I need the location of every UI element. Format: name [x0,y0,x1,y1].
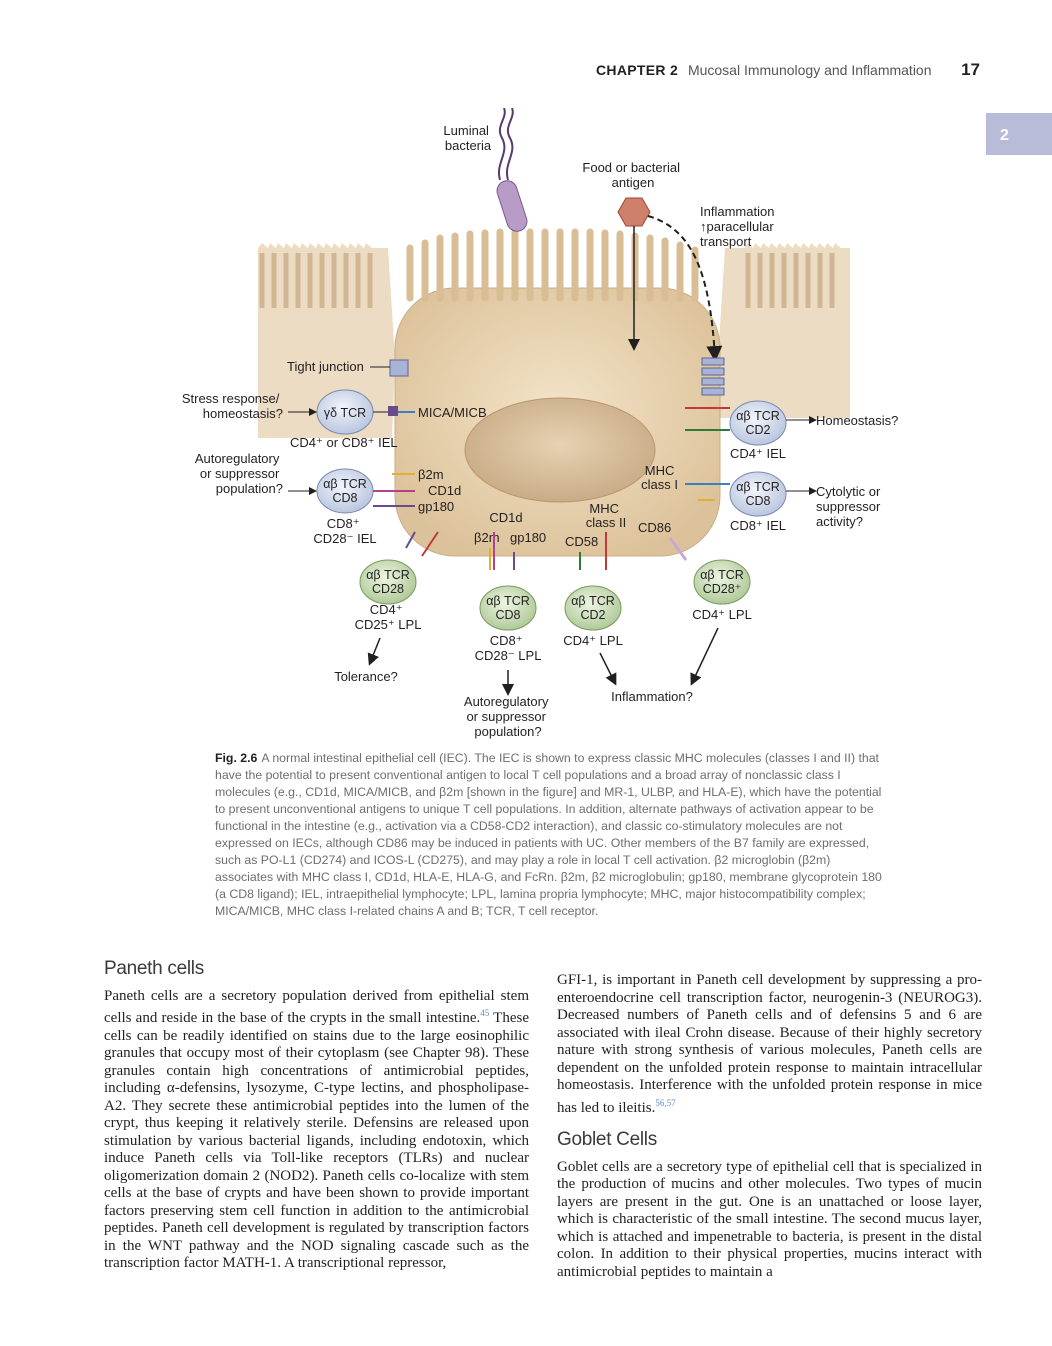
intestinal-epithelial-cell [394,228,721,557]
ab-tcr-cd2-iel-cell: αβ TCR CD2 [729,400,787,446]
mhc-class-i-label: MHC class I [641,463,678,492]
svg-text:γδ TCR: γδ TCR [324,406,366,420]
cd4-iel-label: CD4⁺ IEL [730,446,786,461]
cd4-cd25-lpl-label: CD4⁺ CD25⁺ LPL [355,602,422,632]
running-header: CHAPTER 2 Mucosal Immunology and Inflamm… [596,60,986,82]
svg-text:CD8: CD8 [495,608,520,622]
cd8-iel-label: CD8⁺ IEL [730,518,786,533]
cd1d-mid-label: CD1d [489,510,522,525]
cd4-cd8-iel-label: CD4⁺ or CD8⁺ IEL [290,435,398,450]
svg-text:CD8: CD8 [745,494,770,508]
cd58-label: CD58 [565,534,598,549]
svg-text:αβ TCR: αβ TCR [571,594,615,608]
autoregulatory-left-label: Autoregulatory or suppressor population? [195,451,283,496]
b2m-gp180-mid-label: β2m gp180 [474,530,546,545]
stress-response-label: Stress response/ homeostasis? [182,391,283,421]
mica-micb-label: MICA/MICB [418,405,487,420]
ab-tcr-cd28p-lpl-cell: αβ TCR CD28⁺ [693,559,751,605]
svg-text:αβ TCR: αβ TCR [700,568,744,582]
cd8-cd28-iel-label: CD8⁺ CD28⁻ IEL [313,516,376,546]
svg-text:αβ TCR: αβ TCR [736,409,780,423]
paneth-cells-heading: Paneth cells [104,958,204,979]
ab-tcr-cd8-iel-right-cell: αβ TCR CD8 [729,471,787,517]
chapter-label: CHAPTER 2 [596,62,679,78]
svg-text:αβ TCR: αβ TCR [736,480,780,494]
svg-text:αβ TCR: αβ TCR [366,568,410,582]
cytolytic-label: Cytolytic or suppressor activity? [816,484,884,529]
svg-text:αβ TCR: αβ TCR [486,594,530,608]
b2m-cd1d-gp180-label: β2m CD1d gp180 [418,467,465,514]
tight-junction-label: Tight junction [287,359,364,374]
chapter-tab: 2 [986,113,1052,155]
autoregulatory-bottom-label: Autoregulatory or suppressor population? [464,694,552,739]
ab-tcr-cd2-lpl-cell: αβ TCR CD2 [564,585,622,631]
ref-45: 45 [480,1008,490,1018]
luminal-bacteria-icon [496,108,528,232]
figure-iec-diagram: Luminal bacteria Food or bacterial antig… [170,108,910,748]
goblet-cells-heading: Goblet Cells [557,1129,657,1150]
left-neighbor-cell [258,243,395,438]
goblet-paragraph: Goblet cells are a secretory type of epi… [557,1158,982,1280]
inflammation-bottom-label: Inflammation? [611,689,693,704]
food-antigen-label: Food or bacterial antigen [582,160,683,190]
figure-number: Fig. 2.6 [215,751,258,765]
ab-tcr-cd28-lpl-cell: αβ TCR CD28 [359,559,417,605]
inflammation-paracellular-label: Inflammation ↑paracellular transport [700,204,778,249]
tight-junction-right-icon [701,357,725,396]
left-column: Paneth cells Paneth cells are a secretor… [104,958,530,1287]
tolerance-label: Tolerance? [334,669,398,684]
gd-tcr-iel-cell: γδ TCR [316,389,374,435]
cd4-lpl-right-label: CD4⁺ LPL [692,607,752,622]
ab-tcr-cd8-iel-left-cell: αβ TCR CD8 [316,468,374,514]
paneth-paragraph: Paneth cells are a secretory population … [104,987,530,1272]
svg-text:CD28: CD28 [372,582,404,596]
svg-text:CD8: CD8 [332,491,357,505]
page-number: 17 [961,60,980,79]
ref-56-57: 56,57 [655,1097,676,1108]
cd4-lpl-mid-label: CD4⁺ LPL [563,633,623,648]
right-neighbor-cell [715,243,850,418]
homeostasis-right-label: Homeostasis? [816,413,898,428]
luminal-bacteria-label: Luminal bacteria [443,123,492,153]
section-title: Mucosal Immunology and Inflammation [687,62,932,78]
caption-text: A normal intestinal epithelial cell (IEC… [215,751,882,918]
ab-tcr-cd8-lpl-cell: αβ TCR CD8 [479,585,537,631]
paneth-continued-paragraph: GFI-1, is important in Paneth cell devel… [557,972,982,1116]
cd8-cd28-lpl-label: CD8⁺ CD28⁻ LPL [475,633,542,663]
cd86-label: CD86 [638,520,671,535]
antigen-hexagon-icon [617,197,723,362]
svg-text:CD2: CD2 [580,608,605,622]
svg-text:CD28⁺: CD28⁺ [703,582,742,596]
svg-text:αβ TCR: αβ TCR [323,477,367,491]
tight-junction-left-icon [389,359,409,377]
svg-text:CD2: CD2 [745,423,770,437]
right-column: GFI-1, is important in Paneth cell devel… [557,972,982,1295]
mhc-class-ii-label: MHC class II [586,501,626,530]
